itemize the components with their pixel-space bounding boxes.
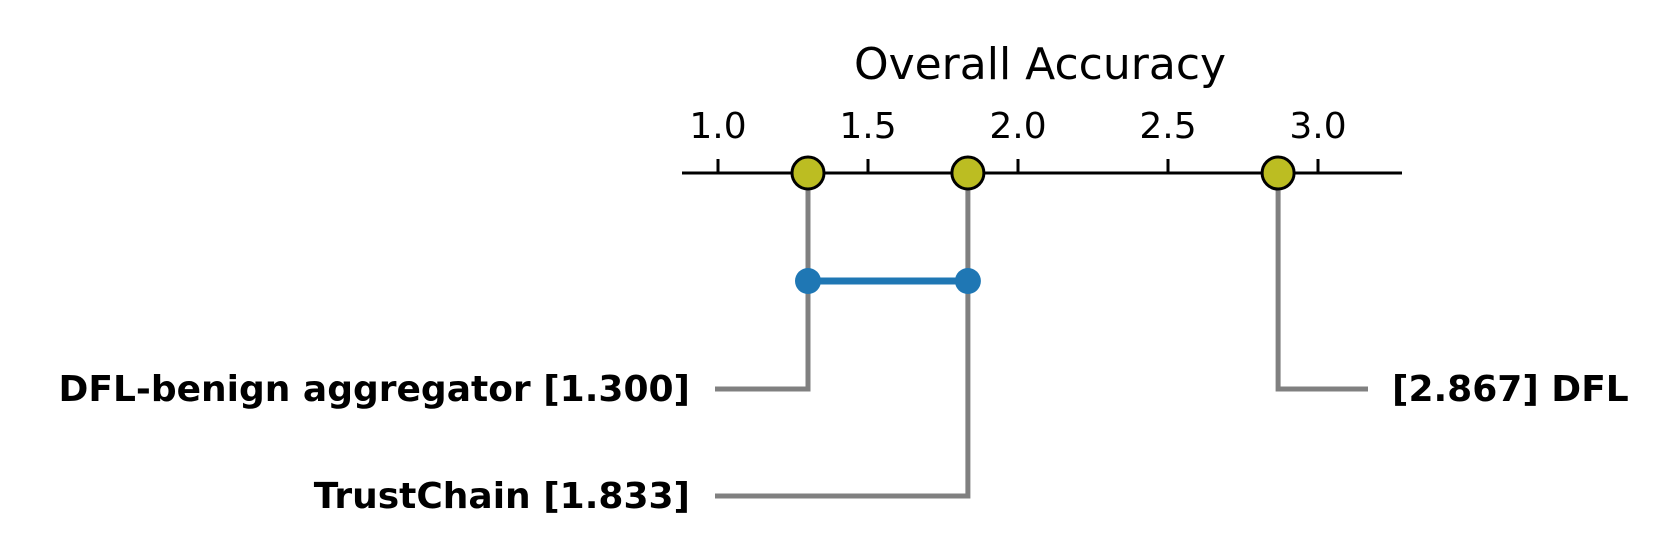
connectors bbox=[715, 173, 1368, 499]
method-connector bbox=[715, 173, 971, 499]
rank-marker bbox=[790, 155, 826, 191]
method-labels: DFL-benign aggregator [1.300] TrustChain … bbox=[58, 369, 1628, 517]
tick-label: 1.5 bbox=[839, 106, 896, 147]
rank-marker bbox=[950, 155, 986, 191]
method-connector bbox=[715, 173, 811, 392]
chart-title: Overall Accuracy bbox=[854, 39, 1226, 90]
axis: 1.0 1.5 2.0 2.5 3.0 bbox=[682, 106, 1402, 175]
tick-label: 2.0 bbox=[989, 106, 1046, 147]
method-connector bbox=[1275, 173, 1368, 392]
method-label: [2.867] DFL bbox=[1392, 369, 1629, 410]
method-label: DFL-benign aggregator [1.300] bbox=[58, 369, 690, 410]
tick-label: 2.5 bbox=[1139, 106, 1196, 147]
rank-markers bbox=[790, 155, 1296, 191]
method-label: TrustChain [1.833] bbox=[314, 476, 690, 517]
rank-marker bbox=[1260, 155, 1296, 191]
tick-label: 3.0 bbox=[1289, 106, 1346, 147]
cliques bbox=[795, 268, 981, 294]
clique-endpoint bbox=[795, 268, 821, 294]
tick-label: 1.0 bbox=[689, 106, 746, 147]
clique-endpoint bbox=[954, 268, 981, 294]
